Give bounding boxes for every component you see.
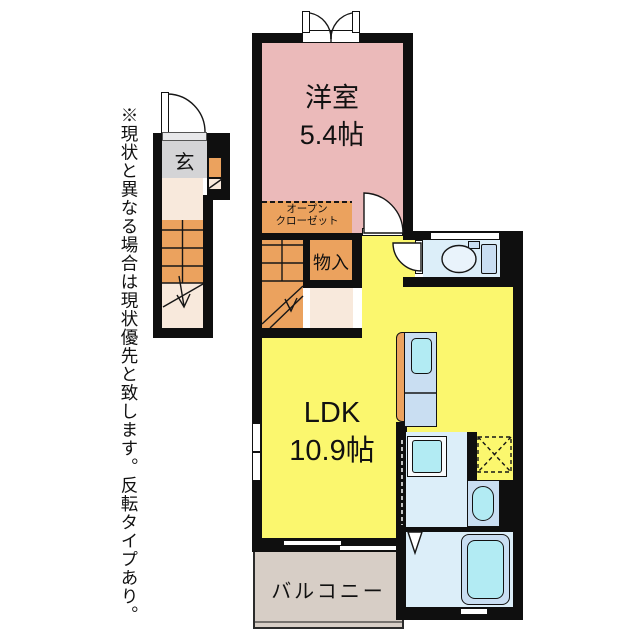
storage-label: 物入 bbox=[313, 253, 349, 273]
storage-floor bbox=[310, 240, 352, 280]
open-closet-label: オープン クローゼット bbox=[262, 203, 352, 233]
fridge-space-floor bbox=[477, 432, 513, 480]
toilet-door-leaf bbox=[415, 240, 423, 274]
landing-floor bbox=[310, 288, 353, 328]
wall bbox=[406, 527, 513, 532]
ldk-floor-toilet-door bbox=[403, 240, 415, 277]
open-closet-line2: クローゼット bbox=[275, 215, 339, 227]
disclaimer-note: ※現状と異なる場合は現状優先と致します。反転タイプあり。 bbox=[119, 106, 139, 624]
wall bbox=[252, 328, 362, 338]
entrance-door-leaf bbox=[161, 92, 169, 133]
ldk-floor bbox=[262, 338, 403, 538]
wall bbox=[403, 277, 515, 287]
wall bbox=[396, 432, 406, 620]
wall bbox=[500, 480, 513, 527]
western-room-name: 洋室 bbox=[305, 83, 359, 113]
toilet-flush-box bbox=[468, 241, 480, 249]
balcony-label: バルコニー bbox=[271, 581, 386, 603]
entrance-door-arc bbox=[167, 93, 206, 133]
bathtub bbox=[467, 540, 504, 599]
wall bbox=[513, 231, 523, 620]
ldk-size: 10.9帖 bbox=[289, 435, 375, 467]
ldk-window-lower bbox=[252, 452, 261, 481]
ldk-window-upper bbox=[252, 423, 261, 452]
entrance-floor bbox=[162, 140, 207, 178]
wall bbox=[467, 432, 477, 480]
wall bbox=[396, 607, 523, 620]
kitchen-sink bbox=[411, 338, 432, 374]
entry-hall-floor bbox=[162, 178, 203, 220]
ldk-label: LDK 10.9帖 bbox=[262, 394, 402, 474]
open-closet-floor bbox=[262, 201, 352, 233]
sliding-door-panel-right bbox=[339, 545, 397, 551]
entry-lower-floor bbox=[162, 283, 203, 328]
washing-machine bbox=[472, 486, 494, 521]
shoe-cabinet-base bbox=[208, 178, 222, 190]
wall bbox=[303, 240, 310, 287]
entrance-label: 玄 bbox=[174, 152, 195, 174]
toilet-window bbox=[430, 232, 500, 240]
casement-window-sash-left bbox=[302, 11, 310, 33]
western-room-door-sill bbox=[362, 228, 403, 236]
wall bbox=[303, 280, 362, 288]
wall bbox=[360, 33, 413, 43]
wall bbox=[403, 33, 413, 240]
wall bbox=[352, 240, 362, 287]
ldk-floor-hall bbox=[362, 236, 403, 338]
western-room-size: 5.4帖 bbox=[299, 120, 365, 150]
wall bbox=[252, 233, 362, 240]
shoe-cabinet bbox=[208, 157, 222, 178]
entrance-door-sill bbox=[162, 132, 207, 141]
wall bbox=[153, 133, 162, 338]
sliding-door-panel-left bbox=[283, 540, 342, 546]
bath-window bbox=[460, 608, 488, 615]
vanity-sink bbox=[412, 440, 442, 473]
casement-window-sash-right bbox=[352, 11, 360, 33]
open-closet-line1: オープン bbox=[286, 203, 328, 215]
ldk-name: LDK bbox=[303, 397, 361, 429]
wall bbox=[396, 422, 407, 432]
stairwell-floor bbox=[262, 240, 303, 328]
wall bbox=[252, 33, 302, 43]
toilet-tank bbox=[481, 244, 497, 274]
wall bbox=[252, 43, 262, 552]
western-room-label: 洋室 5.4帖 bbox=[262, 80, 402, 160]
wall bbox=[153, 328, 213, 338]
wall bbox=[500, 240, 513, 277]
entry-stairs-floor bbox=[162, 220, 203, 283]
wall bbox=[203, 195, 213, 338]
